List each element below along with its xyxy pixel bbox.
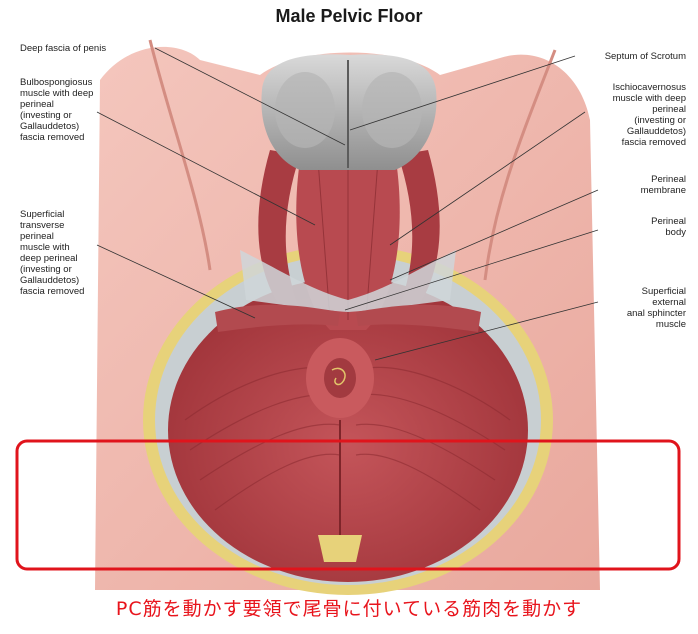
label-bulbospongiosus: Bulbospongiosus muscle with deep perinea…: [20, 77, 94, 143]
superficial-transverse-left: [215, 304, 340, 332]
label-ischiocavernosus: Ischiocavernosus muscle with deep perine…: [612, 82, 686, 148]
label-septum-scrotum: Septum of Scrotum: [604, 51, 686, 62]
figure-title: Male Pelvic Floor: [275, 6, 423, 26]
label-superficial-transverse: Superficial transverse perineal muscle w…: [20, 209, 85, 297]
leader-lines: [96, 47, 599, 361]
levator-ani-muscle: [168, 278, 528, 582]
caption-text: PC筋を動かす要領で尾骨に付いている筋肉を動かす: [115, 598, 583, 620]
label-perineal-membrane: Perineal membrane: [640, 174, 686, 196]
coccyx: [318, 535, 362, 562]
perineal-membrane: [240, 250, 456, 312]
superficial-transverse-right: [356, 304, 481, 332]
label-deep-fascia: Deep fascia of penis: [20, 43, 107, 54]
label-anal-sphincter: Superficial external anal sphincter musc…: [626, 286, 686, 330]
anus: [324, 358, 356, 398]
highlight-box: [15, 439, 681, 571]
label-perineal-body: Perineal body: [651, 216, 686, 238]
